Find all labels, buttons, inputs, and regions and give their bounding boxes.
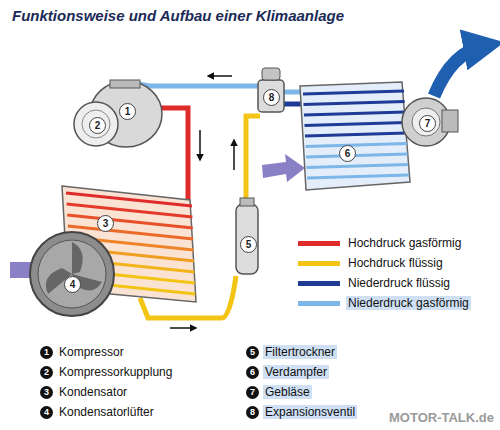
part-name: Kompressorkupplung [57, 365, 174, 379]
coil-stroke [304, 102, 405, 105]
list-number: 7 [246, 386, 259, 399]
part-name: Gebläse [263, 385, 312, 399]
callout-number: 6 [339, 145, 356, 162]
part-name: Kondensator [57, 385, 129, 399]
legend-text: Niederdruck gasförmig [346, 296, 471, 310]
legend-swatch [298, 261, 340, 266]
legend-text: Niederdruck flüssig [346, 276, 452, 290]
callout-number: 3 [97, 215, 114, 232]
blower [402, 98, 458, 146]
diagram-title: Funktionsweise und Aufbau einer Klimaanl… [12, 7, 344, 24]
coil-stroke [67, 215, 193, 228]
part-name: Filtertrockner [263, 345, 337, 359]
evaporator-coils [303, 91, 409, 178]
list-number: 5 [246, 346, 259, 359]
part-name: Verdampfer [263, 365, 329, 379]
legend-text: Hochdruck flüssig [346, 256, 445, 270]
callout-number: 5 [240, 236, 257, 253]
list-number: 6 [246, 366, 259, 379]
callout-number: 1 [119, 103, 136, 120]
coil-stroke [66, 193, 192, 206]
flow-arrow [199, 130, 201, 160]
coil-stroke [307, 175, 409, 178]
legend-text: Hochdruck gasförmig [346, 236, 463, 250]
compressor [74, 80, 162, 147]
air-flow-arrow [262, 154, 305, 182]
low-pressure-gas-pipe [138, 84, 258, 86]
callout-number: 8 [263, 89, 280, 106]
low-pressure-liquid-pipe [282, 102, 302, 107]
callout-number: 4 [64, 276, 81, 293]
cool-air-arrow [434, 46, 484, 96]
part-name: Kompressor [57, 345, 126, 359]
coil-stroke [305, 133, 406, 136]
flow-arrow [233, 140, 235, 170]
flow-arrow [208, 75, 232, 77]
list-number: 4 [40, 406, 53, 419]
low-pressure-gas-pipe [282, 90, 302, 95]
high-pressure-liquid-pipe [246, 116, 260, 206]
coil-stroke [307, 165, 409, 168]
evaporator [300, 82, 410, 190]
coil-stroke [306, 144, 408, 147]
flow-arrow [170, 327, 196, 329]
list-number: 8 [246, 406, 259, 419]
coil-stroke [303, 91, 404, 94]
list-number: 2 [40, 366, 53, 379]
callout-number: 2 [89, 117, 106, 134]
legend-swatch [298, 281, 340, 286]
expansion-valve [258, 68, 284, 112]
part-name: Expansionsventil [263, 405, 357, 419]
part-name: Kondensatorlüfter [57, 405, 156, 419]
coil-stroke [305, 123, 406, 126]
list-number: 3 [40, 386, 53, 399]
coil-stroke [304, 112, 405, 115]
condenser-fan [30, 232, 114, 316]
legend-swatch [298, 301, 340, 306]
coil-stroke [306, 154, 408, 157]
list-number: 1 [40, 346, 53, 359]
callout-number: 7 [419, 115, 436, 132]
legend-swatch [298, 241, 340, 246]
filter-drier [236, 198, 258, 274]
coil-stroke [67, 204, 193, 217]
watermark: MOTOR-TALK.de [389, 410, 494, 425]
